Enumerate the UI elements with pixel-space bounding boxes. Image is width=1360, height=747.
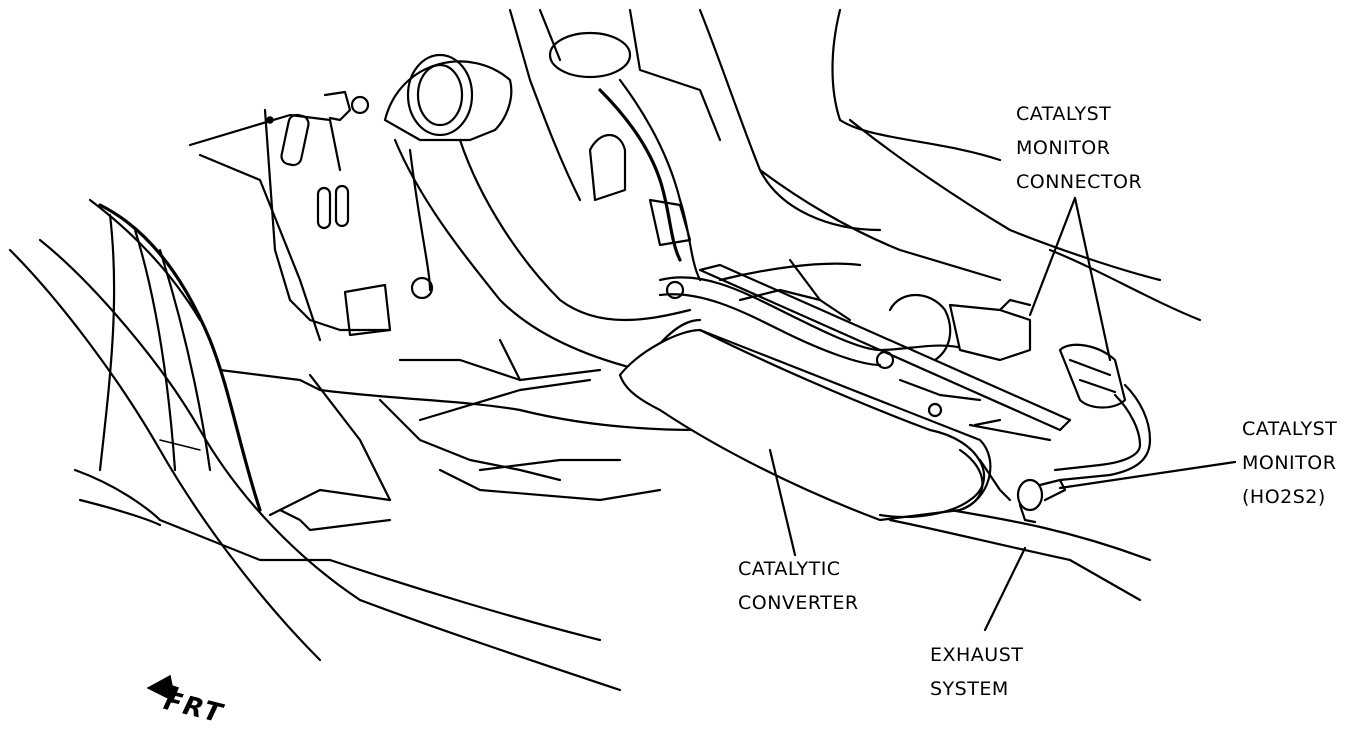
label-exhaust-system: EXHAUST SYSTEM — [930, 644, 1024, 700]
left-body-panel — [8, 198, 622, 692]
upper-tunnel-harness — [508, 8, 1162, 282]
label-catalyst-monitor: CATALYST MONITOR (HO2S2) — [1242, 418, 1338, 508]
ho2s2-sensor-shape — [1016, 478, 1067, 524]
o2-sensor-harness — [658, 263, 1072, 442]
downpipe — [383, 53, 702, 372]
label-catalytic-converter: CATALYTIC CONVERTER — [738, 558, 859, 614]
catalytic-converter-shape — [618, 328, 1152, 602]
firewall-panel — [188, 90, 392, 342]
label-catalyst-monitor-connector: CATALYST MONITOR CONNECTOR — [1016, 103, 1143, 193]
leader-lines — [768, 196, 1237, 632]
catalyst-monitor-connector-shape — [948, 298, 1152, 482]
front-arrow-icon — [146, 674, 180, 704]
floor-pan — [318, 248, 1202, 502]
